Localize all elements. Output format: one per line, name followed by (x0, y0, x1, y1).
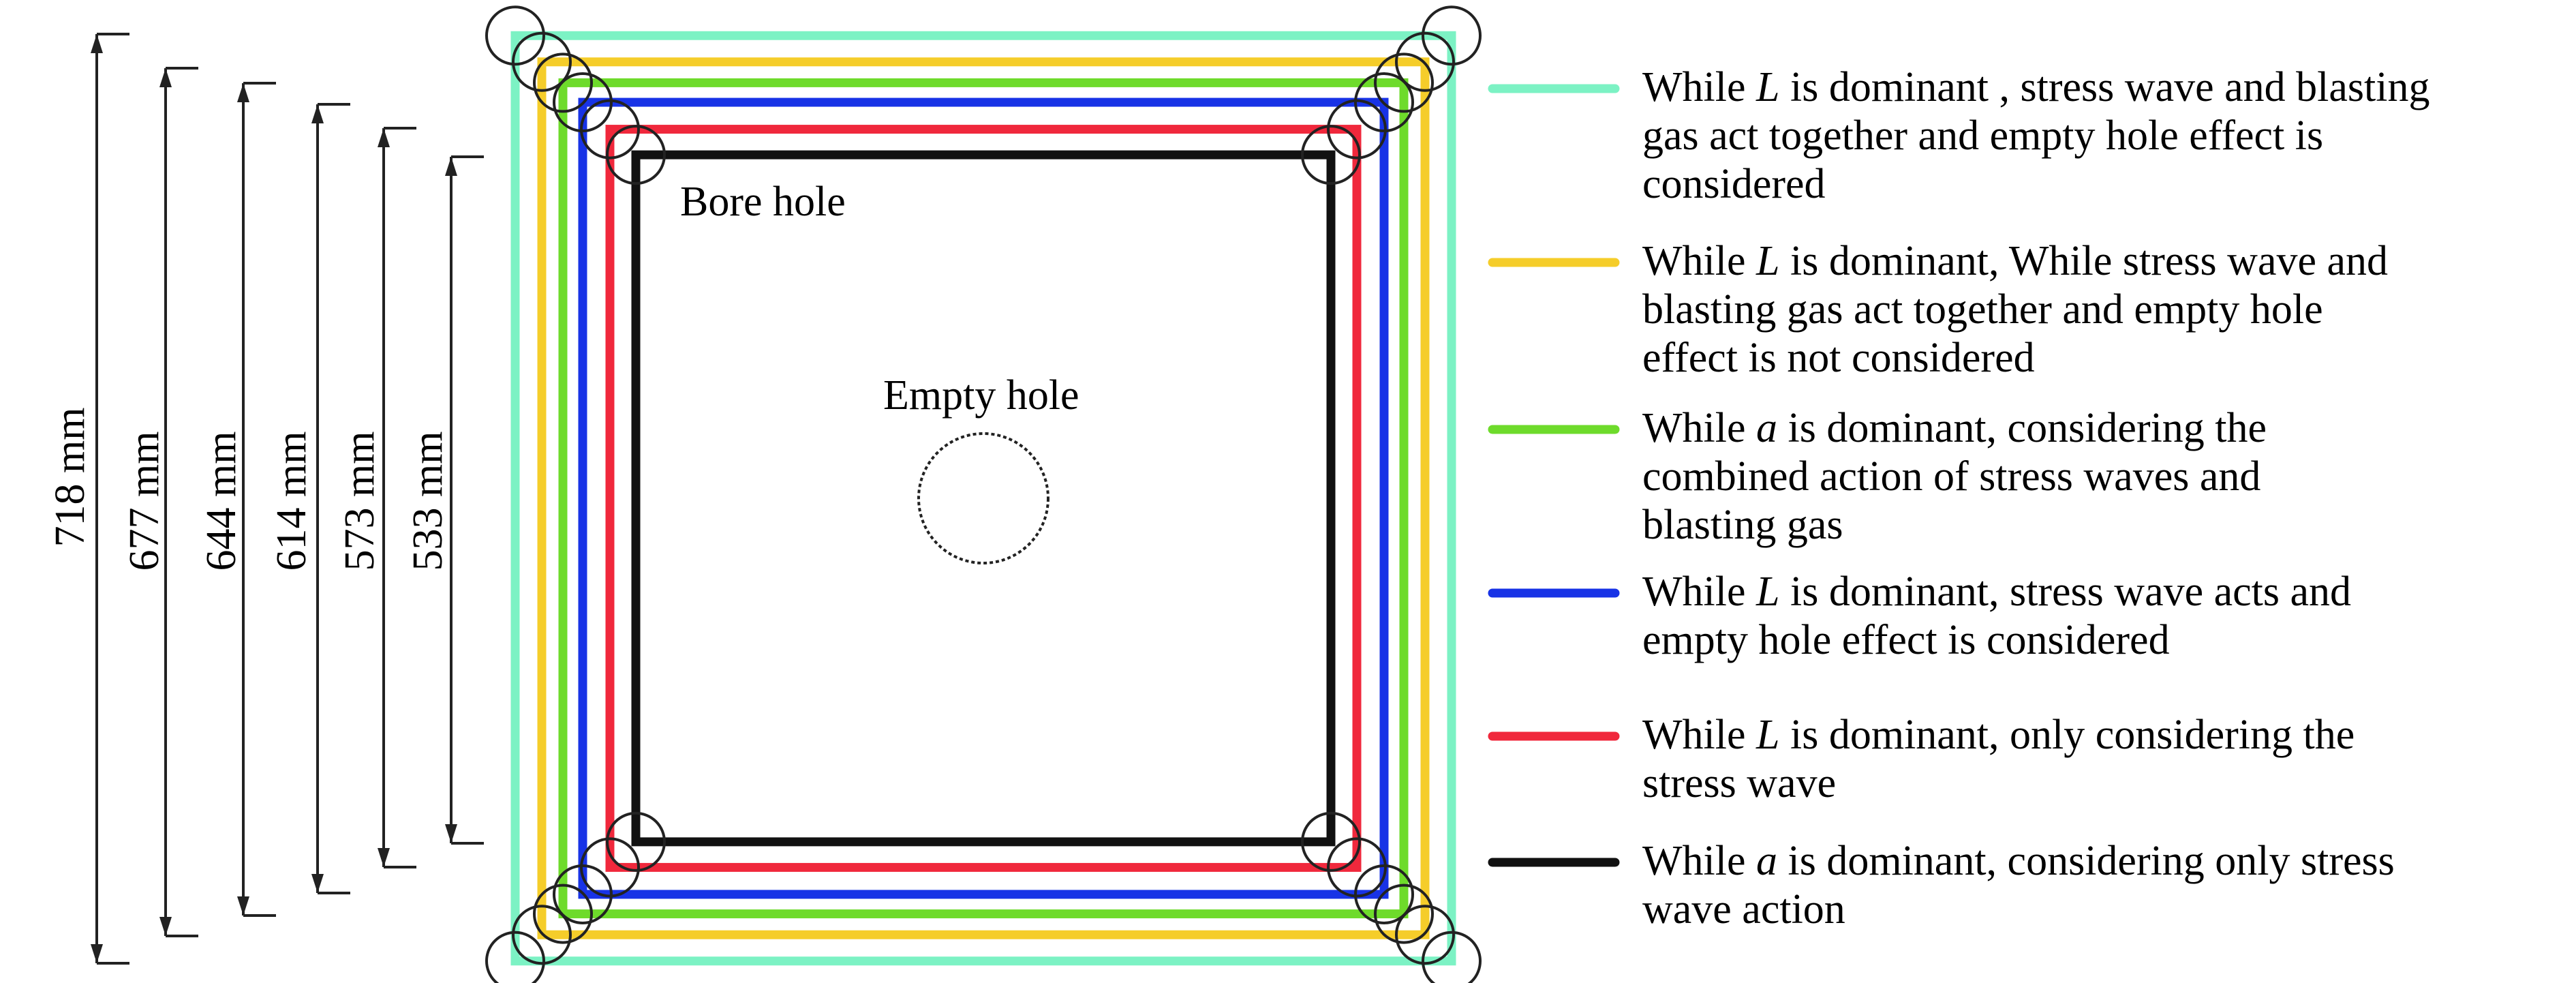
bore-hole-circles (485, 5, 1482, 983)
empty-hole-label: Empty hole (883, 372, 1079, 419)
dimension-label-677: 677 mm (121, 432, 168, 571)
dimension-line-0 (91, 33, 129, 965)
bore-hole-5-3 (1301, 811, 1361, 872)
contour-squares (510, 31, 1456, 966)
bore-hole-2-2 (533, 883, 593, 944)
empty-hole-circle (917, 432, 1049, 564)
legend-text-line: While L is dominant, stress wave acts an… (1642, 569, 2351, 615)
dimension-line-1 (159, 67, 198, 937)
legend-text-line: empty hole effect is considered (1642, 617, 2170, 663)
bore-hole-label: Bore hole (680, 179, 846, 225)
legend-item-4: While L is dominant, only considering th… (1488, 712, 2355, 806)
legend-text-line: effect is not considered (1642, 335, 2035, 381)
dimension-line-3 (311, 103, 350, 894)
legend-text-line: While a is dominant, considering the (1642, 405, 2267, 451)
bore-hole-2-1 (1374, 52, 1434, 113)
dimension-label-533: 533 mm (405, 432, 451, 571)
dimension-label-644: 644 mm (198, 432, 245, 571)
bore-hole-2-3 (1374, 883, 1434, 944)
dimension-label-573: 573 mm (337, 432, 383, 571)
bore-hole-1-3 (1395, 905, 1455, 965)
legend-item-3: While L is dominant, stress wave acts an… (1488, 569, 2351, 663)
legend-text-line: wave action (1642, 886, 1845, 933)
dimension-label-718: 718 mm (47, 408, 93, 547)
dimension-lines (91, 33, 484, 965)
legend: While L is dominant , stress wave and bl… (1488, 64, 2429, 933)
bore-hole-2-0 (533, 52, 593, 113)
bore-hole-5-0 (606, 125, 666, 185)
legend-item-2: While a is dominant, considering thecomb… (1488, 405, 2267, 548)
contour-square-2 (558, 78, 1409, 919)
contour-square-1 (537, 57, 1430, 939)
legend-text-line: gas act together and empty hole effect i… (1642, 112, 2323, 159)
legend-item-5: While a is dominant, considering only st… (1488, 838, 2395, 933)
legend-text-line: While L is dominant, only considering th… (1642, 712, 2355, 758)
legend-text-line: combined action of stress waves and (1642, 453, 2260, 500)
contour-square-4 (605, 125, 1362, 872)
contour-square-0 (510, 31, 1456, 966)
legend-item-1: While L is dominant, While stress wave a… (1488, 238, 2388, 381)
dimension-line-5 (445, 155, 484, 845)
legend-text-line: considered (1642, 161, 1826, 207)
bore-hole-0-2 (485, 931, 545, 983)
legend-text-line: While a is dominant, considering only st… (1642, 838, 2395, 884)
dimension-label-614: 614 mm (269, 432, 315, 571)
bore-hole-1-0 (512, 31, 572, 92)
bore-hole-4-2 (580, 837, 640, 898)
dimension-line-2 (237, 82, 276, 917)
bore-hole-4-1 (1327, 99, 1387, 160)
bore-hole-1-1 (1395, 31, 1455, 92)
bore-hole-0-3 (1422, 931, 1482, 983)
legend-text-line: While L is dominant, While stress wave a… (1642, 238, 2388, 284)
contour-square-3 (578, 97, 1389, 899)
legend-text-line: stress wave (1642, 760, 1836, 806)
bore-hole-0-1 (1422, 5, 1482, 66)
bore-hole-5-2 (606, 811, 666, 872)
bore-hole-4-3 (1327, 837, 1387, 898)
legend-text-line: blasting gas (1642, 502, 1843, 548)
bore-hole-4-0 (580, 99, 640, 160)
legend-text-line: blasting gas act together and empty hole (1642, 286, 2323, 333)
legend-text-line: While L is dominant , stress wave and bl… (1642, 64, 2429, 110)
bore-hole-1-2 (512, 905, 572, 965)
bore-hole-0-0 (485, 5, 545, 66)
contour-square-5 (631, 150, 1336, 847)
legend-item-0: While L is dominant , stress wave and bl… (1488, 64, 2429, 207)
bore-hole-5-1 (1301, 125, 1361, 185)
dimension-line-4 (378, 127, 416, 868)
